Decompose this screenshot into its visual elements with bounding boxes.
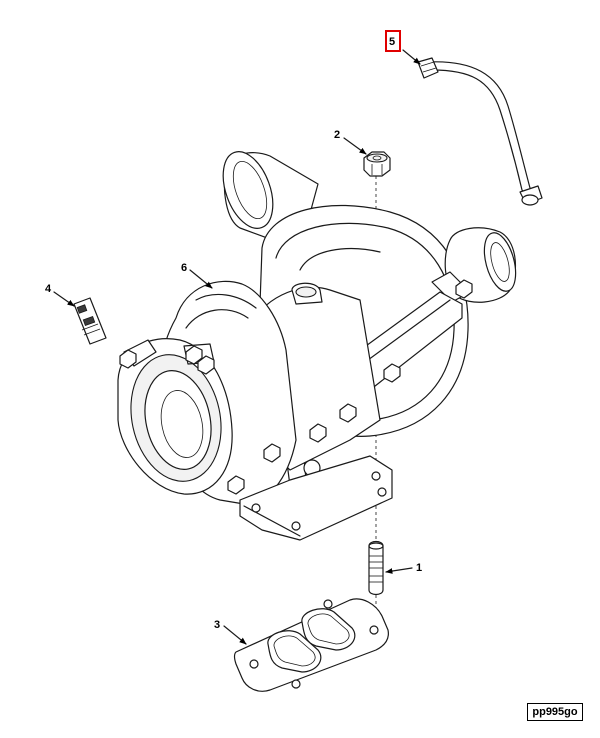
callout-2-label: 2 <box>334 129 340 141</box>
callout-5: 5 <box>385 30 421 65</box>
callout-4-label: 4 <box>45 283 52 295</box>
part-3-gasket <box>233 598 389 692</box>
part-2-nut <box>363 151 391 177</box>
callout-5-highlight-box <box>385 30 401 52</box>
callout-6: 6 <box>181 262 213 289</box>
part-6-turbocharger <box>117 151 517 541</box>
part-1-stud <box>368 540 384 596</box>
callout-6-label: 6 <box>181 262 187 274</box>
callout-3: 3 <box>214 619 247 645</box>
figure-id-label: pp995go <box>527 703 583 721</box>
part-4-data-plate <box>73 297 107 345</box>
part-5-oil-tube <box>417 57 543 206</box>
callout-1: 1 <box>385 562 422 574</box>
callout-1-label: 1 <box>416 562 422 574</box>
callout-5-label: 5 <box>389 36 395 48</box>
callout-3-label: 3 <box>214 619 220 631</box>
callout-4: 4 <box>45 283 75 307</box>
callout-2: 2 <box>334 129 367 155</box>
